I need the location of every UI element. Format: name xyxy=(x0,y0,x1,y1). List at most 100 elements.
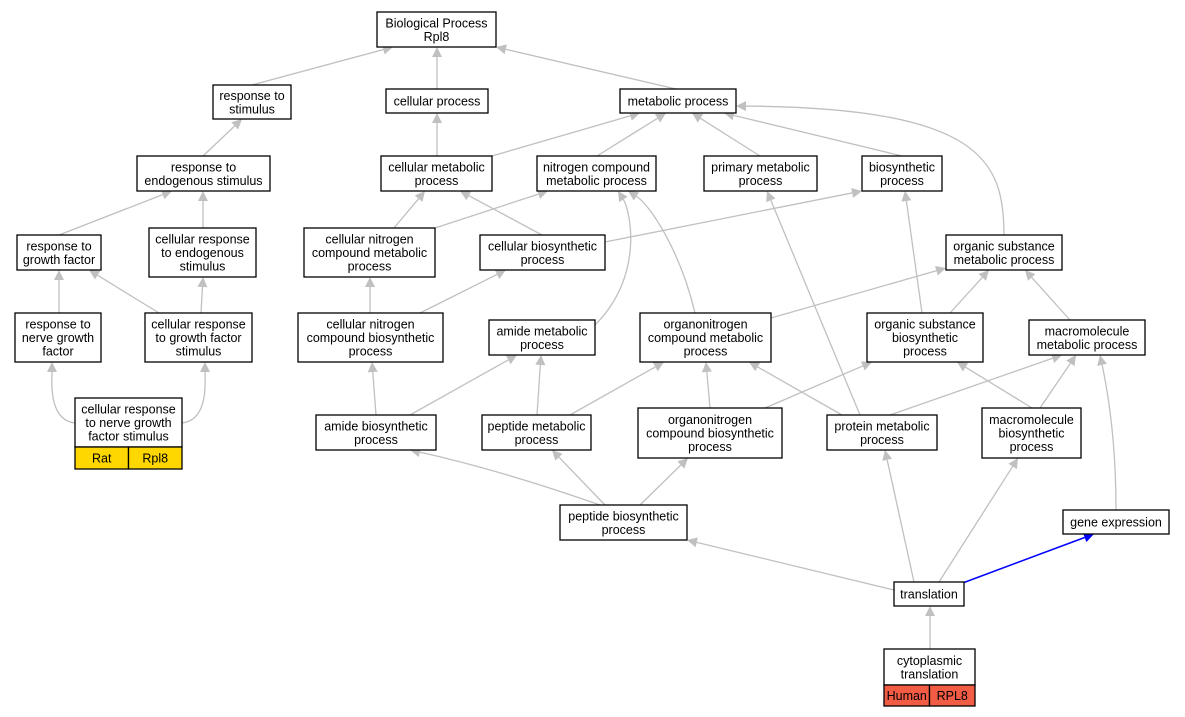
node-label-pmp-line-0: primary metabolic xyxy=(711,160,810,174)
node-box-protmp xyxy=(826,414,938,451)
go-term-node-mp[interactable]: metabolic process xyxy=(619,88,737,114)
edge-ncmp-to-mp xyxy=(596,117,658,157)
arrowhead-tr-to-protmp xyxy=(882,450,893,461)
arrowhead-cbp-to-bsp xyxy=(851,188,862,198)
node-label-cp-line-0: cellular process xyxy=(394,95,481,109)
arrowhead-crtgfs-to-rtgf xyxy=(89,270,101,280)
edge-mbp-to-mmp xyxy=(1039,362,1071,409)
node-label-cmp-line-1: process xyxy=(415,174,459,188)
node-box-bsp xyxy=(861,155,943,192)
node-label-crtgfs-line-2: stimulus xyxy=(176,345,222,359)
edge-rts-to-bp xyxy=(251,48,384,86)
node-label-rts-line-0: response to xyxy=(219,89,284,103)
node-label-cncbp-line-1: compound biosynthetic xyxy=(307,331,435,345)
go-term-node-ge[interactable]: gene expression xyxy=(1062,509,1170,535)
arrowhead-cmp-to-cp xyxy=(432,113,442,123)
arrowhead-cbp-to-cmp xyxy=(460,191,472,201)
node-label-tr-line-0: translation xyxy=(900,588,958,602)
node-label-bp-line-1: Rpl8 xyxy=(424,30,450,44)
edge-pmp-to-mp xyxy=(700,117,761,157)
node-box-pmp xyxy=(703,155,818,192)
node-label-pepbp-line-1: process xyxy=(602,523,646,537)
edge-abp-to-amp xyxy=(409,359,509,416)
node-label-bsp-line-1: process xyxy=(880,174,924,188)
edge-cncbp-to-cbp xyxy=(419,273,498,314)
edge-cbp-to-bsp xyxy=(604,192,853,243)
node-label-bsp-line-0: biosynthetic xyxy=(869,160,935,174)
go-term-node-tr[interactable]: translation xyxy=(893,581,965,607)
node-label-ncmp-line-1: metabolic process xyxy=(546,174,647,188)
node-label-protmp-line-0: protein metabolic xyxy=(834,419,929,433)
arrowhead-cncmp-to-cmp xyxy=(414,191,425,202)
edge-osbp-to-osmp xyxy=(949,276,983,314)
edge-oncmp-to-ncmp xyxy=(636,195,696,314)
edge-rtes-to-rts xyxy=(202,125,236,157)
edge-osmp-to-mp xyxy=(745,105,1005,236)
node-box-rtes xyxy=(136,155,271,192)
arrowhead-mbp-to-osbp xyxy=(957,362,969,372)
node-label-cbp-line-0: cellular biosynthetic xyxy=(488,239,597,253)
node-label-cmp-line-0: cellular metabolic xyxy=(388,160,485,174)
node-box-tr xyxy=(893,581,965,607)
node-label-mbp-line-0: macromolecule xyxy=(989,413,1074,427)
arrowhead-pmp-to-mp xyxy=(692,113,704,123)
node-label-ge-line-0: gene expression xyxy=(1070,516,1162,530)
node-label-cncbp-line-2: process xyxy=(349,345,393,359)
node-box-rtgf xyxy=(16,234,102,271)
node-label-osmp-line-1: metabolic process xyxy=(954,253,1055,267)
node-label-cncbp-line-0: cellular nitrogen xyxy=(326,318,414,332)
badge-gene-ct: RPL8 xyxy=(937,689,968,703)
edge-mbp-to-osbp xyxy=(965,366,1033,409)
arrowhead-oncmp-to-ncmp xyxy=(628,191,640,201)
arrowhead-rtes-to-rts xyxy=(231,119,242,130)
node-box-ncmp xyxy=(536,155,657,192)
node-box-cmp xyxy=(380,155,493,192)
node-box-cncmp xyxy=(303,227,436,278)
node-box-abp xyxy=(315,414,437,451)
arrowhead-oncmp-to-osmp xyxy=(935,265,946,276)
badge-cell-ct-1 xyxy=(928,684,976,707)
arrowhead-protmp-to-pmp xyxy=(766,191,776,203)
edge-amp-to-ncmp xyxy=(594,199,632,326)
edge-mp-to-bp xyxy=(505,48,677,90)
arrowhead-oncbp-to-osbp xyxy=(860,361,872,371)
edge-crtgfs-to-crtes xyxy=(200,286,204,314)
node-label-osmp-line-0: organic substance xyxy=(953,239,1055,253)
arrowhead-oncbp-to-oncmp xyxy=(701,362,712,373)
arrowhead-pepbp-to-oncbp xyxy=(677,458,688,469)
node-box-cncbp xyxy=(297,312,444,363)
node-label-pmp-line-1: process xyxy=(739,174,783,188)
go-term-node-cp[interactable]: cellular process xyxy=(385,88,489,114)
arrowhead-osbp-to-osmp xyxy=(978,270,989,281)
edge-bsp-to-mp xyxy=(733,114,903,157)
arrowhead-rtgf-to-rtes xyxy=(160,189,172,200)
edge-crtgfs-to-rtgf xyxy=(97,274,160,314)
